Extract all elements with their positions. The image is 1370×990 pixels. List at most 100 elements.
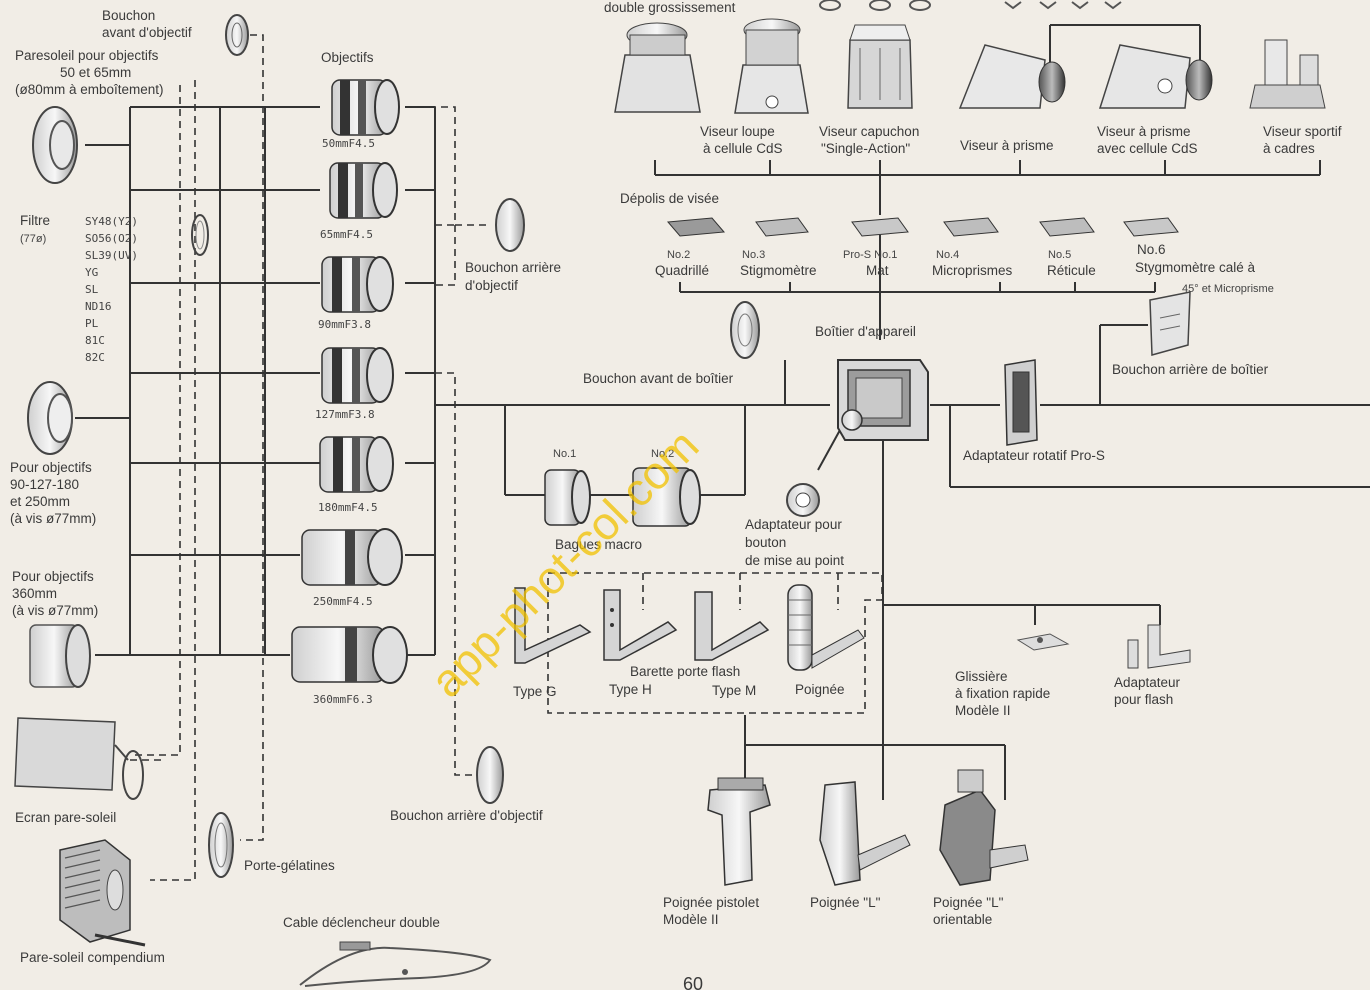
label-ecran-pare-soleil: Ecran pare-soleil bbox=[15, 810, 116, 825]
label-front-cap-1: Bouchon bbox=[102, 8, 155, 23]
label-adaptateur-flash-1: Adaptateur bbox=[1114, 675, 1181, 690]
filter-type: 82C bbox=[85, 351, 105, 364]
label-shade-90-2: 90-127-180 bbox=[10, 477, 79, 492]
screen-name: Quadrillé bbox=[655, 263, 709, 278]
filter-type: SL bbox=[85, 283, 99, 296]
label-pistolet-2: Modèle II bbox=[663, 912, 719, 927]
label-bouchon-arriere-boitier: Bouchon arrière de boîtier bbox=[1112, 362, 1269, 377]
screen-number-6: No.6 bbox=[1137, 242, 1166, 257]
label-bouchon-avant-boitier: Bouchon avant de boîtier bbox=[583, 371, 734, 386]
camera-body bbox=[838, 360, 928, 440]
screen-number: No.2 bbox=[667, 249, 690, 261]
label-sportif-2: à cadres bbox=[1263, 141, 1315, 156]
label-shade-360-3: (à vis ø77mm) bbox=[12, 603, 98, 618]
label-shade-360-1: Pour objectifs bbox=[12, 569, 94, 584]
label-pistolet-1: Poignée pistolet bbox=[663, 895, 759, 910]
label-glissiere-1: Glissière bbox=[955, 669, 1008, 684]
sports-finder bbox=[1250, 40, 1325, 108]
label-adaptateur-bouton-1: Adaptateur pour bbox=[745, 517, 842, 532]
label-rear-cap-bottom: Bouchon arrière d'objectif bbox=[390, 808, 543, 823]
label-porte-gelatines: Porte-gélatines bbox=[244, 858, 335, 873]
label-cable-declencheur: Cable déclencheur double bbox=[283, 915, 440, 930]
screen-number: No.5 bbox=[1048, 249, 1071, 261]
label-glissiere-3: Modèle II bbox=[955, 703, 1011, 718]
front-lens-cap bbox=[226, 15, 248, 55]
body-front-cap bbox=[731, 302, 759, 358]
label-front-cap-2: avant d'objectif bbox=[102, 25, 192, 40]
lens-label: 65mmF4.5 bbox=[320, 228, 373, 241]
label-filtre-size: (77ø) bbox=[20, 233, 46, 245]
label-shade-90-4: (à vis ø77mm) bbox=[10, 511, 96, 526]
label-poignee-l-orient-1: Poignée "L" bbox=[933, 895, 1004, 910]
lens-shade-90-250 bbox=[28, 382, 72, 454]
label-objectifs: Objectifs bbox=[321, 50, 374, 65]
label-rear-cap-2: d'objectif bbox=[465, 278, 518, 293]
filter-type: SL39(UV) bbox=[85, 249, 138, 262]
flash-adapter bbox=[1128, 625, 1190, 668]
lens-50mm bbox=[332, 80, 399, 135]
label-viseur-loupe-1: Viseur loupe bbox=[700, 124, 775, 139]
filter-type: YG bbox=[85, 266, 98, 279]
flash-bracket-type-m bbox=[695, 592, 768, 660]
rear-lens-cap bbox=[496, 199, 524, 251]
prism-finder-cds bbox=[1100, 45, 1212, 108]
filter-type: 81C bbox=[85, 334, 105, 347]
lens-180mm bbox=[320, 437, 393, 492]
label-sportif-1: Viseur sportif bbox=[1263, 124, 1342, 139]
screen-number: No.3 bbox=[742, 249, 765, 261]
body-rear-cap bbox=[1150, 292, 1190, 355]
gel-holder bbox=[209, 813, 233, 877]
label-shade-50-3: (ø80mm à emboîtement) bbox=[15, 82, 164, 97]
screen-number: Pro-S No.1 bbox=[843, 249, 897, 261]
lens-65mm bbox=[330, 163, 397, 218]
rear-lens-cap-bottom bbox=[477, 747, 503, 803]
label-shade-90-1: Pour objectifs bbox=[10, 460, 92, 475]
label-capuchon-2: "Single-Action" bbox=[821, 141, 910, 156]
label-capuchon-1: Viseur capuchon bbox=[819, 124, 919, 139]
lens-label: 360mmF6.3 bbox=[313, 693, 373, 706]
lens-shade-50-65 bbox=[33, 107, 77, 183]
single-action-hood bbox=[848, 25, 912, 108]
label-viseur-loupe-2: à cellule CdS bbox=[703, 141, 783, 156]
bracket-type: Type G bbox=[513, 684, 557, 699]
screen-name: Stigmomètre bbox=[740, 263, 817, 278]
l-grip bbox=[820, 782, 910, 885]
filter-ring bbox=[192, 215, 208, 255]
label-filtre: Filtre bbox=[20, 213, 50, 228]
focus-knob-adapter bbox=[787, 484, 819, 516]
label-glissiere-2: à fixation rapide bbox=[955, 686, 1050, 701]
screen-name: Microprismes bbox=[932, 263, 1013, 278]
filter-type: SO56(O2) bbox=[85, 232, 138, 245]
lens-127mm bbox=[322, 348, 393, 403]
label-adaptateur-rotatif: Adaptateur rotatif Pro-S bbox=[963, 448, 1105, 463]
lens-label: 50mmF4.5 bbox=[322, 137, 375, 150]
screen-name: Réticule bbox=[1047, 263, 1096, 278]
label-shade-90-3: et 250mm bbox=[10, 494, 70, 509]
screen-name: Mat bbox=[866, 263, 889, 278]
label-barette: Barette porte flash bbox=[630, 664, 740, 679]
bracket-type: Type M bbox=[712, 683, 756, 698]
label-prisme: Viseur à prisme bbox=[960, 138, 1054, 153]
label-boitier: Boîtier d'appareil bbox=[815, 324, 916, 339]
quick-shoe bbox=[1018, 634, 1068, 650]
filter-type: SY48(Y2) bbox=[85, 215, 138, 228]
label-shade-50-2: 50 et 65mm bbox=[60, 65, 131, 80]
compendium-bellows-shade bbox=[60, 840, 145, 945]
focusing-screens bbox=[668, 218, 1178, 236]
eyepiece-caps bbox=[820, 0, 1121, 10]
l-grip-orientable bbox=[940, 770, 1028, 885]
label-prisme-cds-1: Viseur à prisme bbox=[1097, 124, 1191, 139]
label-adaptateur-bouton-3: de mise au point bbox=[745, 553, 844, 568]
lens-360mm bbox=[292, 627, 407, 683]
screen-number: No.4 bbox=[936, 249, 959, 261]
macro-ring-no1: No.1 bbox=[553, 448, 576, 460]
label-compendium: Pare-soleil compendium bbox=[20, 950, 165, 965]
label-shade-360-2: 360mm bbox=[12, 586, 57, 601]
lens-shade-360 bbox=[30, 625, 90, 687]
bracket-type: Type H bbox=[609, 682, 652, 697]
page-number: 60 bbox=[683, 974, 703, 990]
lens-250mm bbox=[302, 529, 402, 585]
sun-screen-panel bbox=[15, 718, 143, 799]
label-poignee-l: Poignée "L" bbox=[810, 895, 881, 910]
